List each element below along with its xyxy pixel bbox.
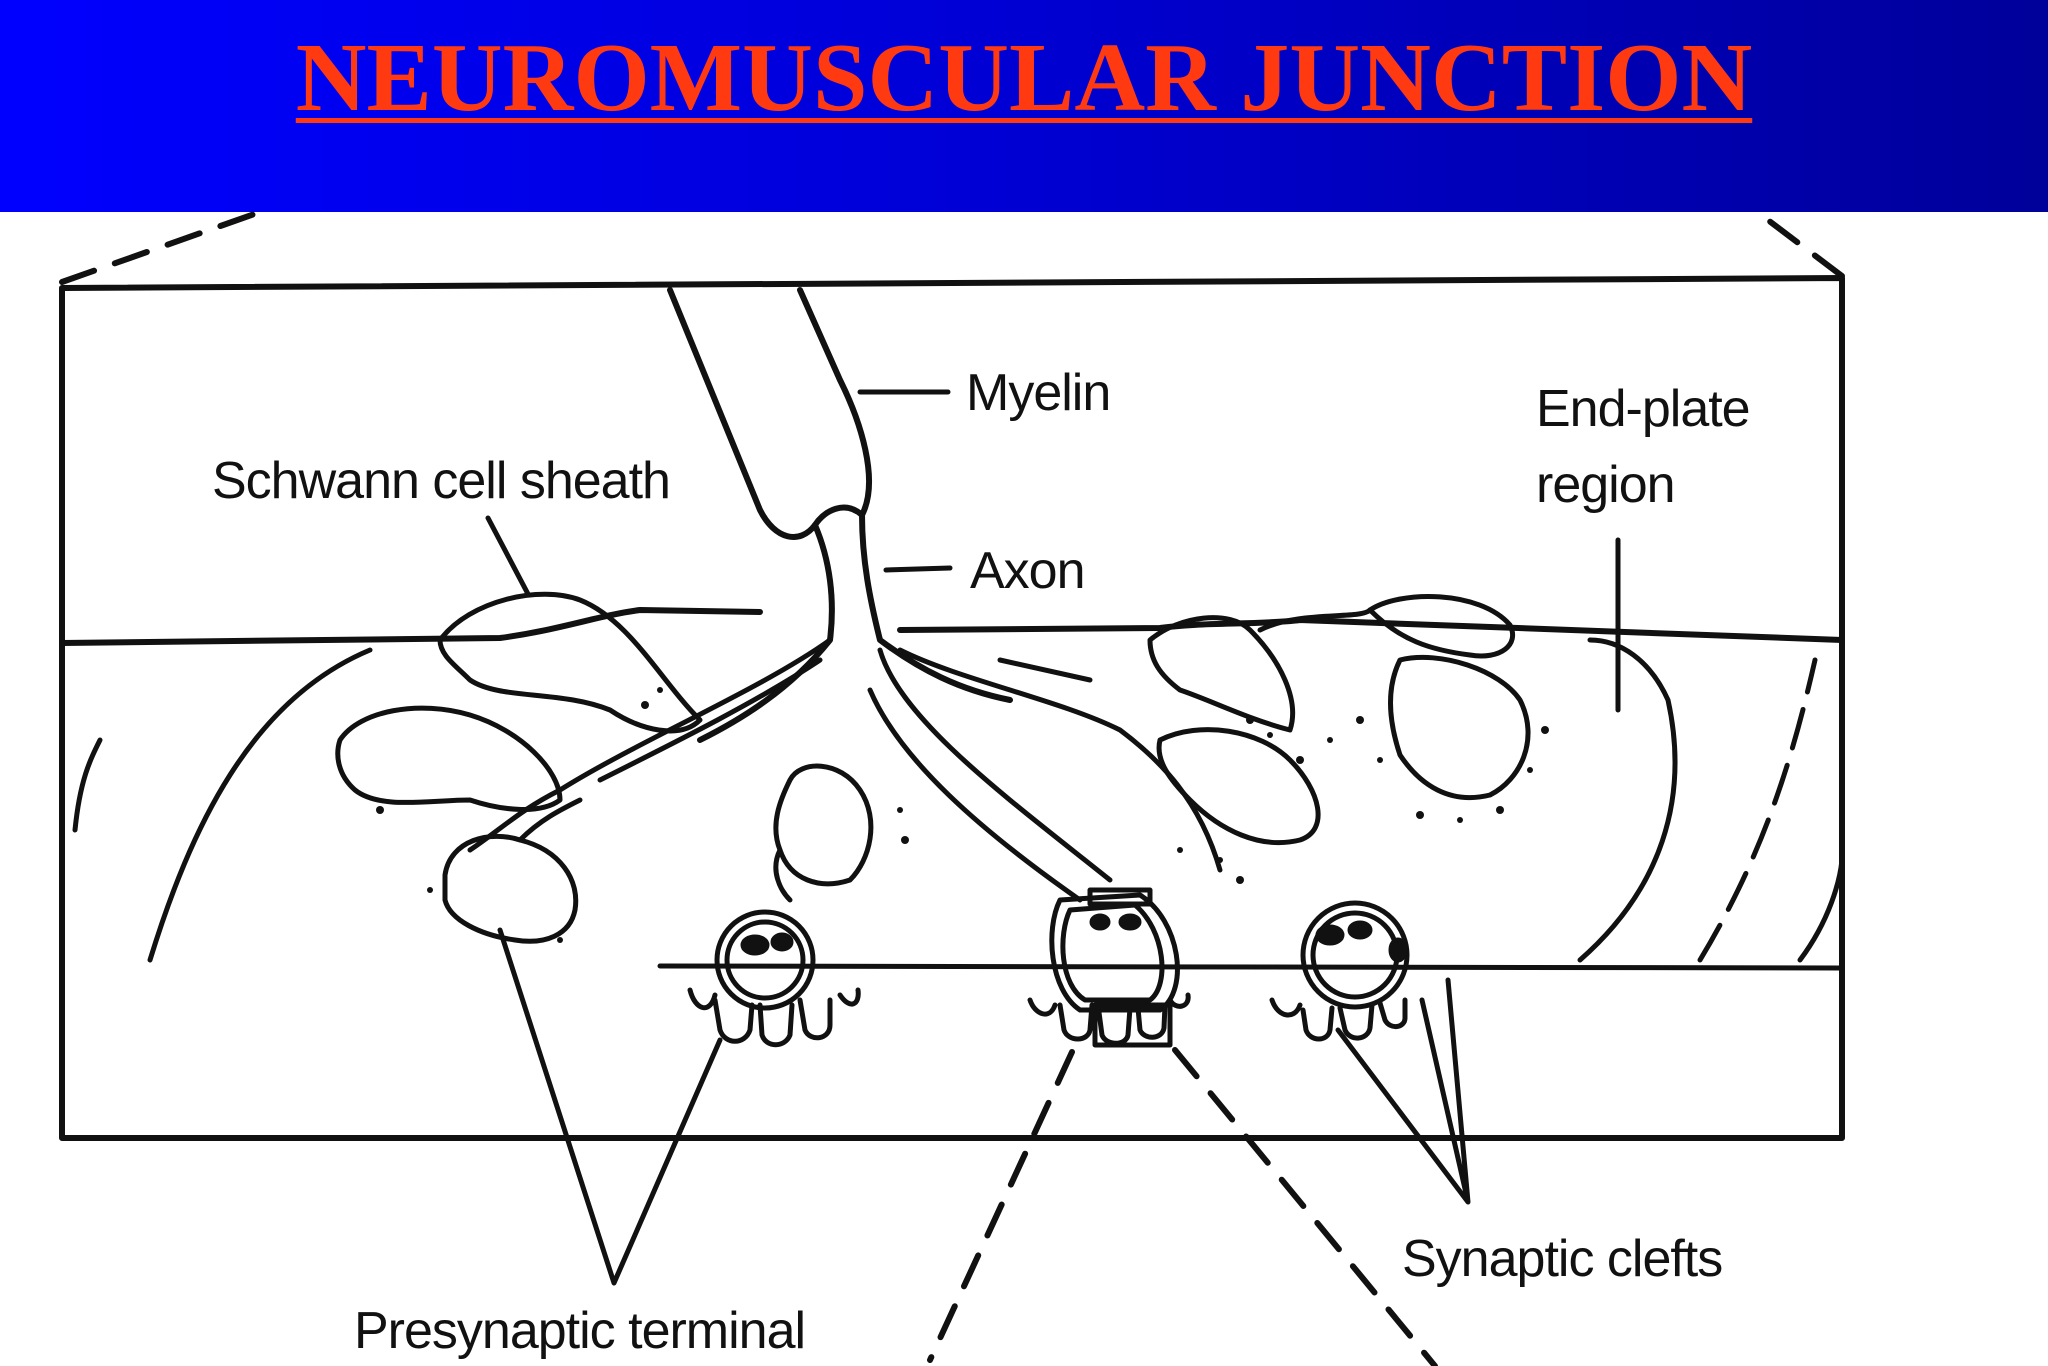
axon-branch-left: [467, 637, 833, 853]
label-myelin: Myelin: [966, 364, 1110, 422]
leader-synaptic-clefts: [1335, 977, 1471, 1205]
synaptic-bouton-right: [1269, 900, 1410, 1042]
axon-branch-center: [867, 647, 1113, 903]
synaptic-bouton-center: [1027, 887, 1191, 1048]
label-presynaptic-terminal: Presynaptic terminal: [354, 1302, 805, 1360]
muscle-fiber-surface: [59, 607, 1845, 646]
myelin-sheath: [667, 287, 872, 540]
schwann-cell-right: [1147, 615, 1296, 733]
terminal-bulb-4: [1388, 654, 1531, 801]
title-bar: NEUROMUSCULAR JUNCTION: [0, 0, 2048, 212]
terminal-bulb-2: [442, 833, 579, 944]
label-synaptic-clefts: Synaptic clefts: [1402, 1230, 1722, 1288]
leader-axon: [883, 565, 953, 573]
schwann-cell-left: [437, 591, 703, 734]
junctional-folds-right: [1269, 997, 1408, 1042]
leader-presynaptic: [497, 927, 723, 1286]
muscle-fiber-lower-boundary: [657, 963, 1845, 1141]
end-plate-stipple: [376, 687, 1549, 943]
label-axon: Axon: [970, 542, 1085, 600]
terminal-bulb-3: [773, 763, 874, 887]
axon-branch-right: [897, 647, 1223, 873]
label-schwann-cell-sheath: Schwann cell sheath: [212, 452, 670, 510]
terminal-bulb-1: [335, 705, 563, 812]
fiber-contour-right: [1577, 637, 1678, 963]
leader-schwann: [485, 515, 531, 597]
zoom-dashed-lines: [59, 209, 1845, 1366]
junctional-folds-left: [687, 987, 861, 1048]
label-end-plate-line1: End-plate: [1536, 380, 1750, 438]
fiber-contour-left: [147, 647, 373, 963]
label-end-plate-line2: region: [1536, 456, 1675, 514]
slide-title: NEUROMUSCULAR JUNCTION: [295, 24, 1753, 132]
synaptic-bouton-left: [687, 909, 861, 1048]
